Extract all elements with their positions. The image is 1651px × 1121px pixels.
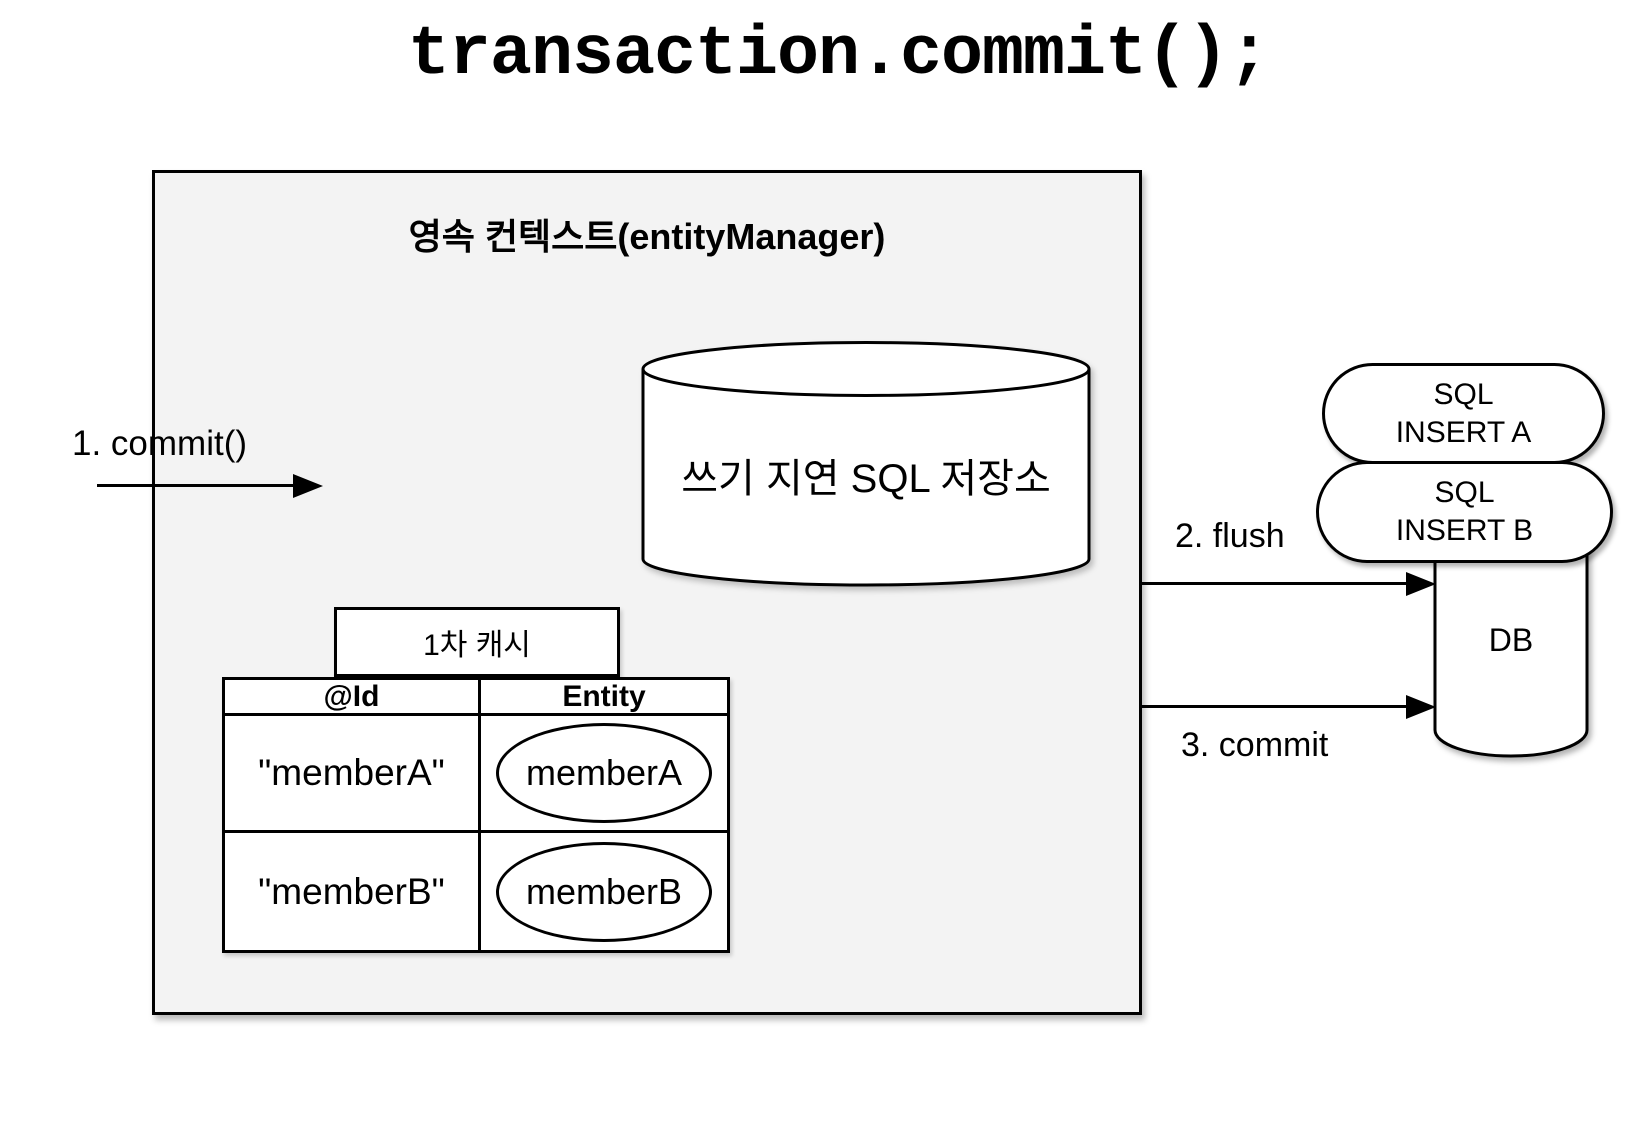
db-cylinder-body — [1433, 538, 1589, 758]
sql-store-label: 쓰기 지연 SQL 저장소 — [681, 457, 1051, 501]
table-cell-id: "memberB" — [225, 833, 481, 950]
column-header-id: @Id — [225, 680, 481, 716]
entity-ellipse: memberB — [496, 841, 712, 942]
first-level-cache-table: @Id Entity "memberA" memberA "memberB" m… — [222, 677, 730, 953]
flush-arrow-line — [1142, 582, 1406, 585]
flush-arrow-head-icon — [1406, 572, 1436, 596]
table-cell-entity: memberB — [481, 833, 727, 950]
sql-insert-b-line2: INSERT B — [1395, 514, 1534, 547]
first-level-cache-label-box: 1차 캐시 — [334, 607, 620, 677]
first-level-cache-label: 1차 캐시 — [423, 629, 531, 662]
entity-value: memberB — [525, 870, 683, 912]
page-title: transaction.commit(); — [407, 16, 1270, 95]
column-header-entity: Entity — [481, 680, 727, 716]
table-cell-entity: memberA — [481, 716, 727, 833]
id-value: "memberB" — [258, 870, 445, 912]
commit-arrow-head-icon — [293, 474, 323, 498]
entity-value: memberA — [525, 752, 683, 793]
sql-insert-a-pill: SQL INSERT A — [1322, 363, 1605, 464]
cylinder-body — [641, 369, 1091, 587]
db-label: DB — [1489, 622, 1533, 658]
commit-arrow-line — [97, 484, 293, 487]
commit-db-arrow-head-icon — [1406, 695, 1436, 719]
flow-step3-label: 3. commit — [1181, 726, 1329, 764]
table-cell-id: "memberA" — [225, 716, 481, 833]
persistence-context-label: 영속 컨텍스트(entityManager) — [408, 216, 886, 257]
sql-insert-a-line1: SQL — [1433, 377, 1494, 411]
sql-insert-b-line1: SQL — [1434, 476, 1495, 509]
sql-store-cylinder: 쓰기 지연 SQL 저장소 — [641, 341, 1091, 587]
sql-insert-a-line2: INSERT A — [1395, 415, 1532, 449]
sql-insert-b-pill: SQL INSERT B — [1316, 461, 1613, 563]
flow-step2-label: 2. flush — [1175, 517, 1285, 555]
commit-db-arrow-line — [1142, 705, 1406, 708]
entity-ellipse: memberA — [496, 723, 712, 823]
flow-step1-label: 1. commit() — [72, 424, 247, 463]
cylinder-top — [641, 341, 1091, 397]
db-cylinder: DB — [1433, 538, 1589, 758]
id-value: "memberA" — [258, 752, 445, 793]
